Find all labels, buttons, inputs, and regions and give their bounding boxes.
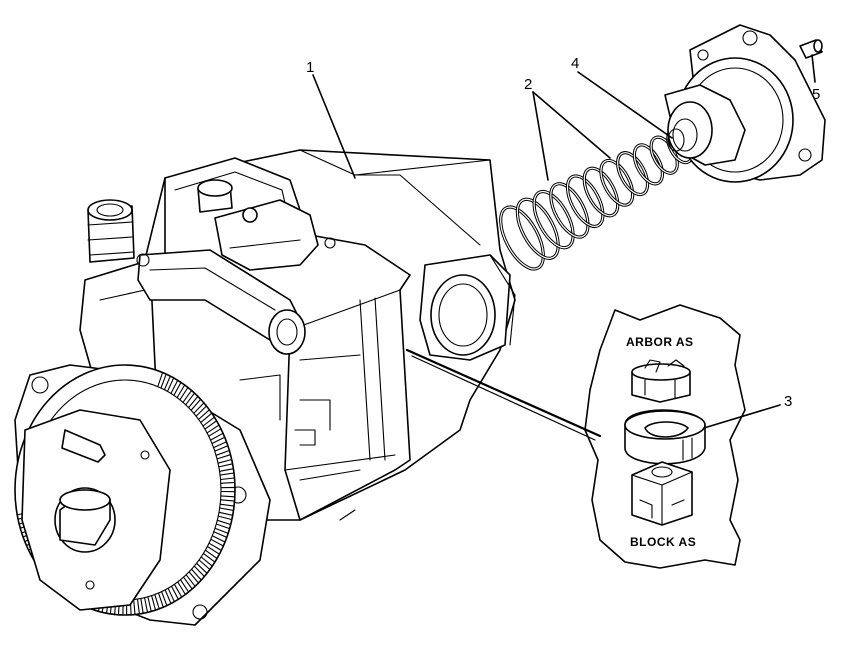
spring-coil-highlight: [617, 152, 649, 196]
spring-coil-highlight: [583, 167, 619, 217]
gear-tooth: [193, 562, 208, 578]
gear-tooth: [198, 556, 213, 571]
block-assembly-part: [631, 461, 693, 526]
gear-tooth: [202, 549, 218, 563]
gear-tooth: [210, 535, 226, 547]
callout-2: 2: [524, 76, 532, 93]
gear-tooth: [170, 379, 182, 396]
gear-tooth: [198, 409, 213, 423]
block-as-label: BLOCK AS: [630, 535, 696, 549]
gear-tooth: [213, 441, 229, 452]
gear-tooth: [188, 568, 202, 584]
arbor-assembly-part: [631, 359, 691, 403]
spring-coils: [499, 127, 694, 271]
gear-tooth: [193, 402, 208, 417]
spring-assembly: [499, 127, 694, 271]
gear-tooth: [219, 503, 235, 511]
callout-1: 1: [306, 59, 314, 76]
gear-tooth: [215, 519, 232, 530]
gear-tooth: [164, 587, 175, 605]
ring-part: [624, 409, 706, 465]
gear-tooth: [209, 432, 226, 445]
detail-inset: ARBOR AS BLOCK AS: [584, 304, 746, 569]
gear-tooth: [157, 371, 167, 389]
spring-coil-highlight: [500, 206, 544, 270]
gear-tooth: [219, 468, 235, 476]
spring-coil-highlight: [533, 190, 574, 249]
gear-tooth: [188, 395, 202, 411]
spring-coil-highlight: [566, 175, 604, 227]
gear-tooth: [202, 416, 218, 430]
spring-coil-highlight: [633, 144, 664, 185]
gear-tooth: [220, 486, 236, 493]
gear-tooth: [215, 449, 232, 460]
gear-tooth: [122, 599, 128, 616]
gear-tooth: [176, 384, 189, 401]
gear-tooth: [163, 375, 175, 392]
gear-tooth: [182, 389, 196, 406]
gear-tooth: [217, 458, 234, 468]
callout-4: 4: [571, 55, 579, 72]
callout-5: 5: [812, 86, 820, 103]
gear-tooth: [157, 591, 168, 608]
gear-tooth: [151, 594, 160, 611]
spring-coil-highlight: [516, 198, 559, 259]
callout-numbers: 1 2 4 5 3: [306, 55, 820, 410]
pin: [799, 39, 823, 59]
spring-coil-highlight: [600, 159, 634, 206]
gear-tooth: [183, 574, 196, 590]
spring-coil-highlight: [550, 183, 589, 238]
gear-tooth: [217, 511, 234, 521]
gear-tooth: [129, 598, 136, 616]
gear-tooth: [213, 527, 229, 538]
gear-tooth: [220, 495, 236, 502]
gear-tooth: [144, 596, 152, 613]
arbor-as-label: ARBOR AS: [626, 335, 694, 349]
end-cover: [664, 24, 826, 183]
gear-tooth: [220, 477, 236, 484]
leader-lines: [312, 54, 816, 441]
gear-tooth: [206, 542, 222, 555]
gear-tooth: [136, 597, 144, 615]
callout-3: 3: [784, 393, 792, 410]
gear-tooth: [206, 424, 222, 437]
gear-tooth: [170, 583, 183, 600]
gear-tooth: [177, 579, 190, 596]
drive-gear: [14, 364, 271, 626]
